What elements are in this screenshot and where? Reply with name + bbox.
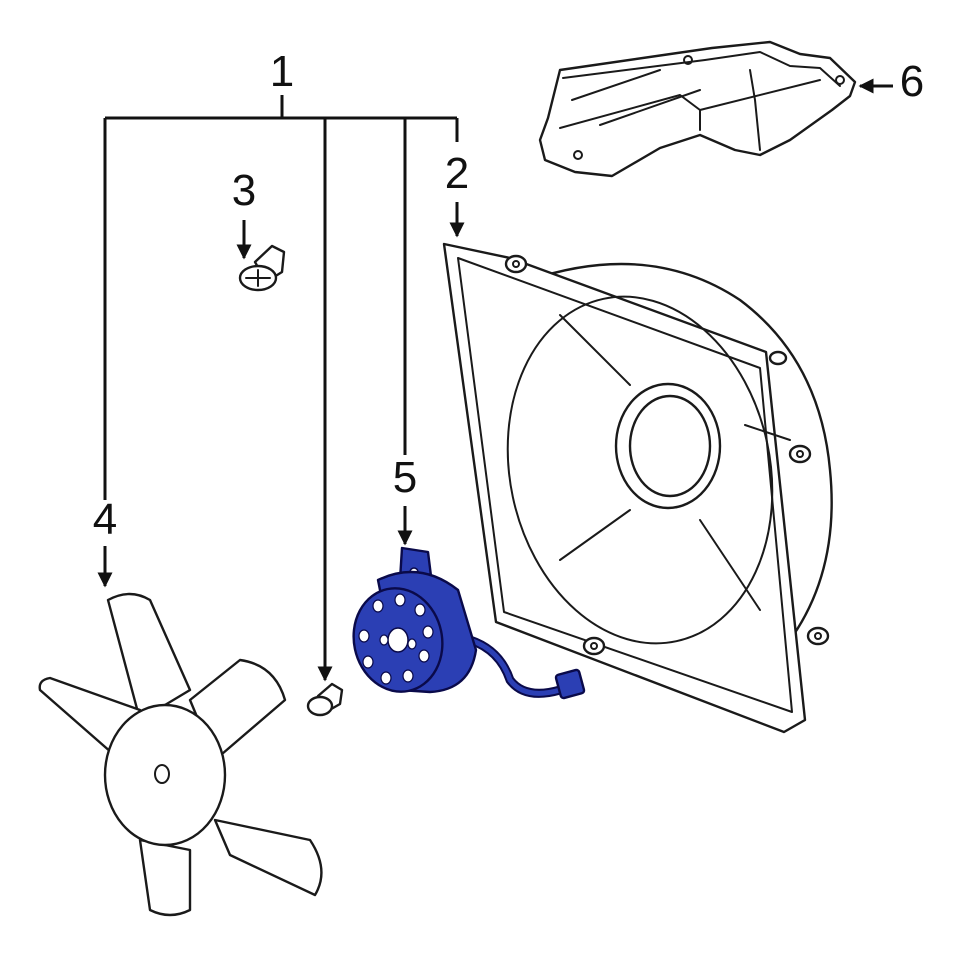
shroud-bolt[interactable] [238,244,286,292]
callout-1-leader [103,95,459,682]
callout-6: 6 [900,57,924,106]
upper-shield[interactable] [538,40,857,178]
fan-motor[interactable] [344,546,586,700]
callout-1: 1 [270,47,294,96]
motor-screw[interactable] [306,682,344,717]
callout-3: 3 [232,166,256,215]
callout-4: 4 [93,495,117,544]
callout-2: 2 [445,149,469,198]
fan-blade[interactable] [38,592,323,917]
fan-shroud[interactable] [442,242,833,734]
callout-5: 5 [393,453,417,502]
